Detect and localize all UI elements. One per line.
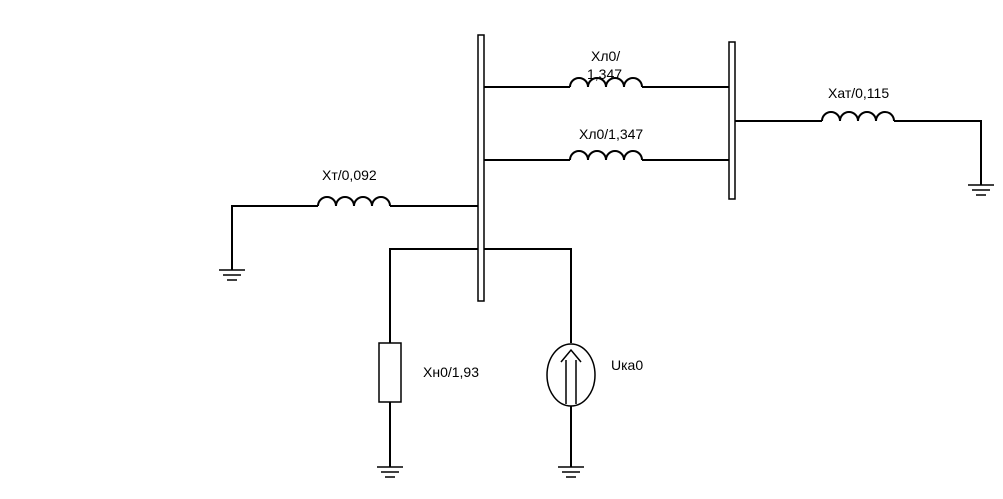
bus-right (728, 41, 736, 200)
ground-icon (377, 466, 403, 478)
label-line-lower: Xл0/1,347 (579, 126, 643, 142)
label-transformer: Xт/0,092 (322, 167, 377, 183)
bus-left (477, 34, 485, 302)
label-load: Xн0/1,93 (423, 364, 479, 380)
label-line-upper-bottom: 1,347 (587, 66, 622, 82)
label-autotransformer: Xат/0,115 (828, 85, 889, 101)
line-branch-lower (484, 150, 729, 161)
voltage-source-icon (546, 343, 596, 407)
autotransformer-branch (735, 111, 982, 185)
ground-icon (968, 184, 994, 196)
ground-icon (558, 466, 584, 478)
line-branch-upper (484, 77, 729, 88)
load-resistor (378, 342, 402, 403)
transformer-branch (231, 196, 478, 270)
load-source-branch (389, 248, 572, 343)
label-source: Uка0 (611, 357, 643, 373)
ground-icon (219, 269, 245, 281)
label-line-upper-top: Xл0/ (591, 48, 620, 64)
